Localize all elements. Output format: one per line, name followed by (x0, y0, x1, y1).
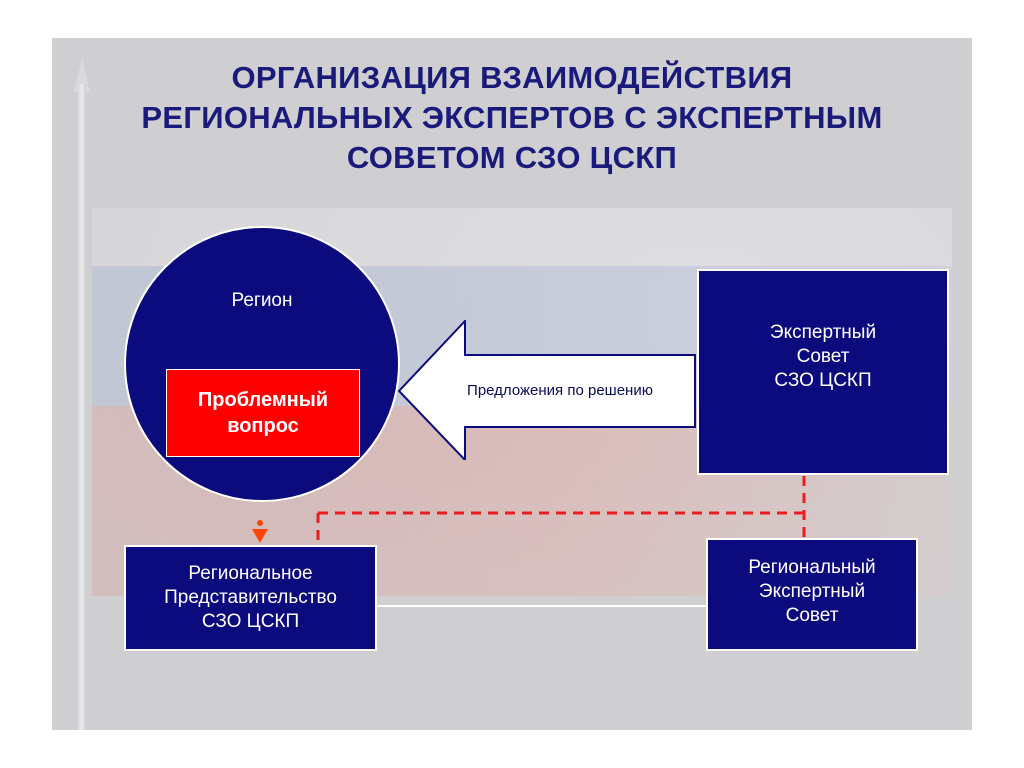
proposal-arrow (398, 320, 696, 460)
regional-council-line-1: Региональный (748, 556, 876, 578)
title-line-2: РЕГИОНАЛЬНЫХ ЭКСПЕРТОВ С ЭКСПЕРТНЫМ (141, 100, 883, 135)
title-line-3: СОВЕТОМ СЗО ЦСКП (346, 140, 678, 175)
orange-arrow-dot (257, 520, 263, 526)
slide-title: ОРГАНИЗАЦИЯ ВЗАИМОДЕЙСТВИЯ РЕГИОНАЛЬНЫХ … (52, 58, 972, 178)
proposal-arrow-label: Предложения по решению (467, 382, 653, 399)
regional-council-line-3: Совет (785, 604, 839, 626)
regional-rep-line-2: Представительство (164, 587, 337, 608)
regional-council-line-2: Экспертный (758, 580, 866, 602)
expert-council-line-2: Совет (796, 346, 850, 367)
problem-issue-box: Проблемный вопрос (166, 369, 360, 457)
title-line-1: ОРГАНИЗАЦИЯ ВЗАИМОДЕЙСТВИЯ (231, 60, 793, 95)
regional-rep-line-1: Региональное (188, 563, 313, 584)
orange-arrow-head (252, 529, 268, 543)
regional-rep-line-3: СЗО ЦСКП (201, 611, 300, 632)
expert-council-line-3: СЗО ЦСКП (774, 370, 872, 391)
expert-council-box: Экспертный Совет СЗО ЦСКП (697, 269, 949, 475)
region-circle: Регион Проблемный вопрос (124, 226, 400, 502)
flagpole (78, 84, 86, 730)
left-arrow-shape (398, 320, 696, 460)
flagpole-tip (74, 58, 90, 92)
expert-council-line-1: Экспертный (769, 322, 877, 343)
regional-representation-box: Региональное Представительство СЗО ЦСКП (124, 545, 377, 651)
region-label: Регион (231, 290, 293, 311)
regional-expert-council-box: Региональный Экспертный Совет (706, 538, 918, 651)
